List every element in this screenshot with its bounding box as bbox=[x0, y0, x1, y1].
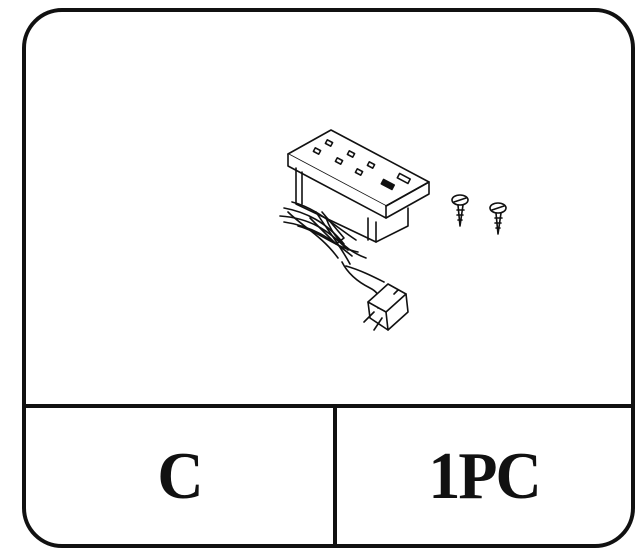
socket-box bbox=[287, 129, 430, 243]
plug bbox=[363, 283, 409, 331]
part-quantity: 1PC bbox=[428, 438, 541, 513]
part-card: C 1PC bbox=[22, 8, 635, 548]
part-footer: C 1PC bbox=[26, 404, 631, 544]
screws bbox=[451, 194, 507, 235]
part-illustration bbox=[26, 12, 631, 404]
power-socket-drawing bbox=[279, 129, 507, 331]
part-letter: C bbox=[26, 404, 337, 544]
